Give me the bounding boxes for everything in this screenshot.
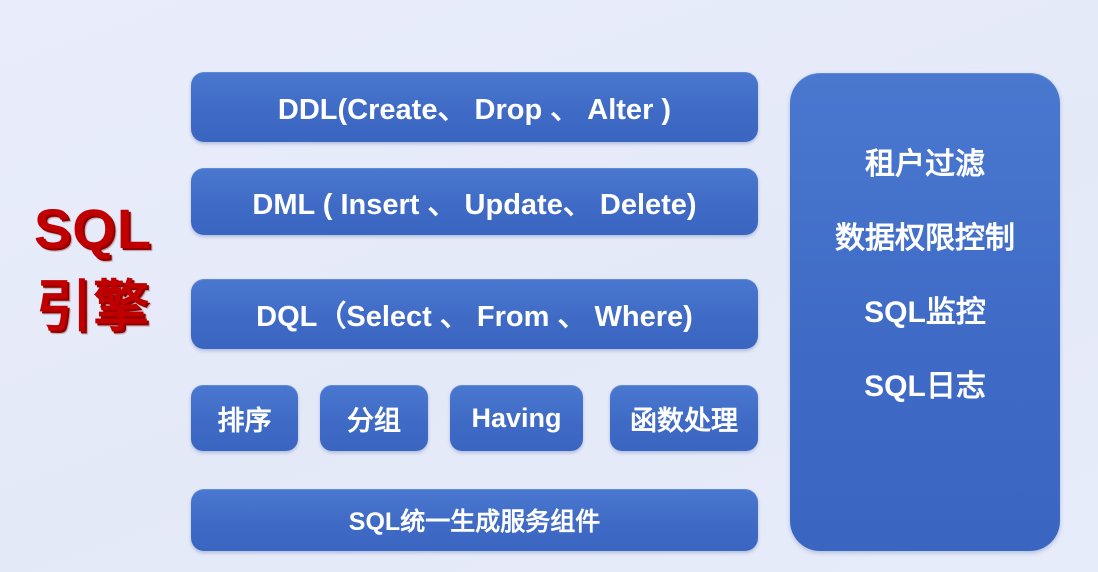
right-panel[interactable]: 租户过滤 数据权限控制 SQL监控 SQL日志	[790, 73, 1060, 551]
card-dql[interactable]: DQL（Select 、 From 、 Where)	[191, 279, 758, 349]
card-function-processing[interactable]: 函数处理	[610, 385, 758, 451]
card-dml[interactable]: DML ( Insert 、 Update、 Delete)	[191, 168, 758, 235]
card-sql-generation-service-label: SQL统一生成服务组件	[348, 508, 601, 536]
card-group-by-label: 分组	[347, 405, 401, 436]
card-order-by-label: 排序	[217, 405, 272, 436]
panel-item-sql-monitor: SQL监控	[864, 296, 986, 329]
card-group-by[interactable]: 分组	[320, 385, 428, 451]
panel-item-tenant-filter: 租户过滤	[865, 148, 985, 181]
panel-item-sql-log: SQL日志	[864, 370, 986, 403]
card-order-by[interactable]: 排序	[191, 385, 298, 451]
card-dml-label: DML ( Insert 、 Update、 Delete)	[252, 188, 697, 221]
page-title: SQL 引擎	[0, 196, 186, 340]
page-title-line1: SQL	[33, 197, 153, 260]
card-ddl[interactable]: DDL(Create、 Drop 、 Alter )	[191, 72, 758, 142]
card-ddl-label: DDL(Create、 Drop 、 Alter )	[277, 94, 672, 126]
card-having[interactable]: Having	[450, 385, 583, 451]
page-title-line2: 引擎	[36, 275, 150, 339]
card-function-processing-label: 函数处理	[630, 405, 738, 436]
card-dql-label: DQL（Select 、 From 、 Where)	[256, 301, 693, 333]
panel-item-data-permission: 数据权限控制	[835, 222, 1015, 255]
card-sql-generation-service[interactable]: SQL统一生成服务组件	[191, 489, 758, 551]
card-having-label: Having	[471, 402, 562, 433]
